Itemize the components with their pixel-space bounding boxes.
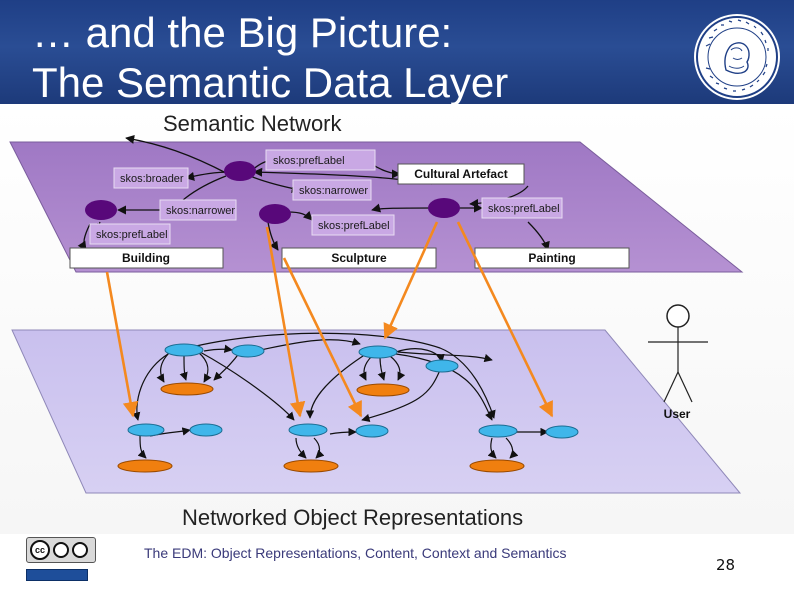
object-node: [355, 424, 389, 438]
semantic-data-layer-diagram: Semantic Network Networked Object Repres…: [9, 111, 744, 530]
link-sculpture-center: [265, 226, 306, 418]
obj-edge: [179, 354, 188, 381]
object-node: [231, 344, 265, 358]
svg-text:Painting: Painting: [528, 251, 575, 265]
obj-edge: [259, 337, 361, 351]
content-node: [117, 459, 173, 473]
obj-edge: [329, 427, 357, 437]
object-node: [164, 343, 204, 357]
obj-edge: [361, 369, 441, 423]
skos-label-narrower-mid: skos:narrower: [292, 179, 372, 201]
svg-text:skos:prefLabel: skos:prefLabel: [318, 220, 390, 232]
creative-commons-license-badge[interactable]: cc: [26, 537, 96, 563]
object-node: [545, 425, 579, 439]
obj-edge: [389, 355, 406, 381]
svg-text:Sculpture: Sculpture: [331, 251, 387, 265]
object-node: [288, 423, 328, 437]
page-number: 28: [716, 556, 736, 574]
link-building: [105, 271, 139, 418]
concept-box-building: Building: [69, 247, 224, 269]
link-painting: [456, 221, 554, 418]
semantic-network-title: Semantic Network: [163, 111, 343, 136]
content-node: [283, 459, 339, 473]
skos-label-broader: skos:broader: [113, 167, 189, 189]
footer-caption: The EDM: Object Representations, Content…: [144, 545, 567, 561]
skos-label-pref-center: skos:prefLabel: [311, 214, 395, 236]
svg-text:User: User: [664, 407, 691, 421]
obj-edge: [197, 351, 212, 383]
university-seal-logo: [694, 14, 780, 100]
edge-right-to-center: [371, 203, 433, 213]
title-banner: … and the Big Picture: The Semantic Data…: [0, 0, 794, 106]
obj-edge: [295, 437, 307, 459]
slide-title: … and the Big Picture: The Semantic Data…: [32, 9, 509, 106]
skos-label-pref-top: skos:prefLabel: [265, 149, 376, 171]
user-actor: User: [648, 304, 708, 421]
skos-label-narrower-left: skos:narrower: [159, 199, 237, 221]
concept-node-left: [85, 200, 117, 220]
concept-node-top: [224, 161, 256, 181]
object-node: [127, 423, 165, 437]
svg-text:skos:prefLabel: skos:prefLabel: [273, 155, 345, 167]
object-representations-plane: [11, 329, 742, 494]
user-head: [666, 304, 690, 328]
concept-box-sculpture: Sculpture: [281, 247, 437, 269]
skos-label-pref-right: skos:prefLabel: [481, 197, 563, 219]
concept-node-center: [259, 204, 291, 224]
object-node: [358, 345, 398, 359]
openoffice-badge[interactable]: [26, 569, 88, 581]
svg-text:Building: Building: [122, 251, 170, 265]
svg-text:skos:narrower: skos:narrower: [166, 205, 235, 217]
concept-node-right: [428, 198, 460, 218]
cc-icon: cc: [30, 540, 50, 560]
content-node: [356, 383, 410, 397]
object-node: [425, 359, 459, 373]
by-icon: [53, 542, 69, 558]
svg-text:skos:prefLabel: skos:prefLabel: [96, 229, 168, 241]
obj-edge: [179, 332, 496, 419]
obj-edge: [358, 355, 373, 381]
svg-text:skos:broader: skos:broader: [120, 173, 184, 185]
svg-text:Cultural Artefact: Cultural Artefact: [414, 167, 508, 181]
object-representations-title: Networked Object Representations: [182, 505, 523, 530]
object-node: [478, 424, 518, 438]
obj-edge: [313, 437, 325, 459]
edge-to-sculpture: [267, 221, 279, 251]
svg-text:skos:narrower: skos:narrower: [299, 185, 368, 197]
object-node: [189, 423, 223, 437]
obj-edge: [377, 356, 386, 381]
content-node: [469, 459, 525, 473]
seal-graphic: [696, 16, 778, 98]
concept-object-links: [105, 221, 554, 418]
link-right-concept: [383, 221, 439, 340]
edge-center-pref: [287, 210, 313, 221]
content-node: [160, 382, 214, 396]
obj-edge: [199, 351, 295, 421]
obj-edge: [487, 437, 497, 459]
obj-edge: [305, 353, 367, 419]
svg-text:skos:prefLabel: skos:prefLabel: [488, 203, 560, 215]
edge-to-top: [125, 134, 229, 175]
link-sculpture-right: [282, 257, 363, 418]
concept-box-cultural-artefact: Cultural Artefact: [397, 163, 525, 185]
obj-edge: [203, 344, 233, 353]
obj-edge: [137, 435, 147, 459]
skos-label-pref-left: skos:prefLabel: [89, 223, 171, 245]
share-alike-icon: [72, 542, 88, 558]
obj-edge: [505, 437, 519, 459]
concept-box-painting: Painting: [474, 247, 630, 269]
